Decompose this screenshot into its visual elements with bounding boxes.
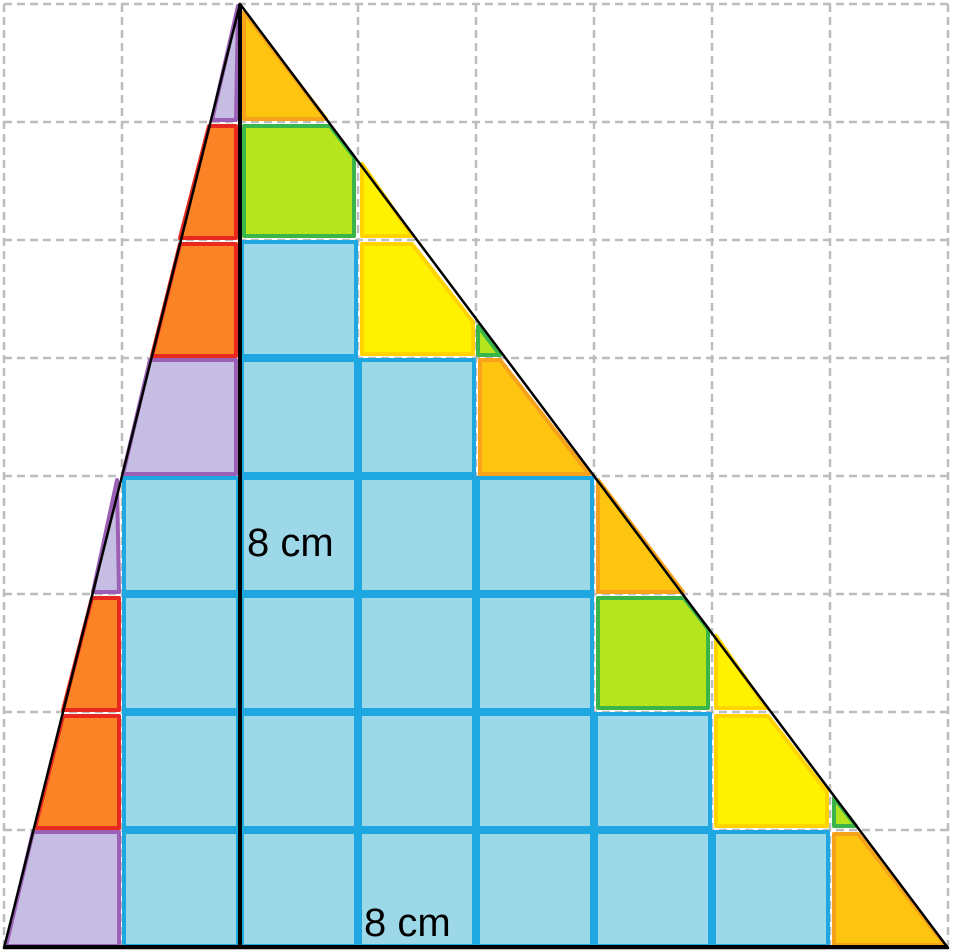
left-orange-pieces: [33, 124, 238, 830]
right-lime-pieces: [242, 124, 858, 828]
full-squares: [122, 240, 830, 948]
base-label: 8 cm: [364, 901, 451, 945]
height-label: 8 cm: [247, 521, 334, 565]
